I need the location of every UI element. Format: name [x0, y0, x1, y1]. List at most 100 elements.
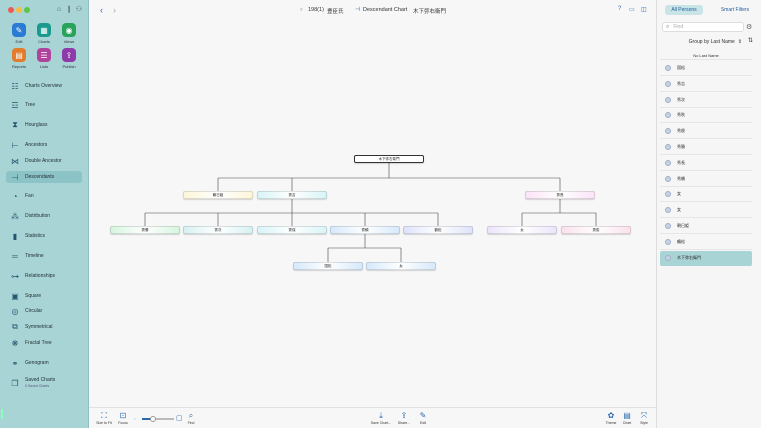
tool-label: Lists [39, 64, 49, 69]
descendants-icon: ⊣ [11, 172, 19, 182]
smart-filters-tab[interactable]: Smart Filters [720, 7, 750, 13]
person-list-item[interactable]: 木下弥右衛門 [660, 250, 752, 266]
person-list-item[interactable]: 女 [660, 187, 752, 203]
button-label: Focus [118, 421, 128, 425]
chart-person-node[interactable]: 朝日姫 [183, 191, 253, 199]
chart-area[interactable]: ‹ › ▿ 198(1) 豊臣氏 ⊣ Descendant Chart 木下弥右… [89, 0, 656, 428]
bookmark-icon[interactable]: ❙ [66, 6, 72, 13]
chart-person-node[interactable]: 秀俊 [561, 226, 631, 234]
chart-person-node[interactable]: 鶴松 [403, 226, 473, 234]
zoom-in-icon[interactable]: ▢ [176, 415, 183, 422]
tag-icon[interactable]: ⌂ [56, 6, 62, 13]
sidebar-toggle-icon[interactable]: ◫ [641, 7, 647, 13]
chart-person-node[interactable]: 木下弥右衛門 [354, 155, 424, 163]
person-list-item[interactable]: 秀秋 [660, 108, 752, 124]
nav-statistics[interactable]: ▮ Statistics [6, 230, 82, 242]
nav-double-ancestor[interactable]: ⋈ Double Ancestor [6, 155, 82, 167]
person-icon [665, 128, 671, 135]
group-by-popup[interactable]: Group by Last Name⇕ [688, 38, 742, 45]
nav-genogram[interactable]: ⚭ Genogram [6, 357, 82, 369]
zoom-slider-thumb[interactable] [150, 415, 156, 422]
person-list-item[interactable]: 朝日姫 [660, 219, 752, 234]
chart-button[interactable]: ▤ Chart [616, 411, 638, 425]
nav-label: Distribution [25, 213, 51, 219]
nav-relationships[interactable]: ⊶ Relationships [6, 270, 82, 282]
nav-square[interactable]: ▣ Square [6, 290, 82, 302]
zoom-slider[interactable] [142, 415, 174, 422]
filter-icon[interactable]: ▿ [300, 7, 303, 13]
nav-descendants[interactable]: ⊣ Descendants [6, 171, 82, 183]
tool-reports[interactable]: ▤ Reports [8, 48, 30, 69]
chart-person-node[interactable]: 女 [487, 226, 557, 234]
help-icon[interactable]: ? [618, 6, 622, 12]
nav-tree[interactable]: ☲ Tree [6, 99, 82, 111]
nav-symmetrical[interactable]: ⧉ Symmetrical [6, 321, 82, 333]
nav-circular[interactable]: ◎ Circular [6, 305, 82, 317]
zoom-window-button[interactable] [24, 7, 30, 13]
chart-person-node[interactable]: 秀保 [257, 226, 327, 234]
nav-hourglass[interactable]: ⧗ Hourglass [6, 119, 82, 131]
person-list-item[interactable]: 秀次 [660, 93, 752, 108]
person-icon [665, 175, 671, 182]
edit-button[interactable]: ✎ Edit [412, 411, 434, 425]
close-window-button[interactable] [8, 7, 14, 13]
share-button[interactable]: ⇪ Share... [393, 411, 415, 425]
sidebar-resize-handle[interactable] [1, 409, 3, 419]
button-label: Share... [397, 421, 411, 425]
settings-icon[interactable]: ⚙ [746, 24, 753, 31]
person-list-item[interactable]: 秀頼 [660, 172, 752, 187]
tool-charts[interactable]: ▦ Charts [33, 23, 55, 44]
symmetrical-icon: ⧉ [12, 322, 18, 331]
style-button[interactable]: ⤧ Style [633, 411, 655, 425]
search-field[interactable]: ⌕ Find [662, 22, 744, 32]
person-name: 秀秋 [677, 112, 685, 118]
root-person[interactable]: 豊臣氏 [327, 9, 344, 15]
person-list-item[interactable]: 秀勝 [660, 140, 752, 155]
sort-icon[interactable]: ⇅ [748, 38, 754, 44]
chart-person-node[interactable]: 女 [366, 262, 436, 270]
ancestors-icon: ⊢ [11, 140, 19, 150]
size-to-fit-button[interactable]: ⛶ Size to Fit [93, 411, 115, 425]
chart-person-node[interactable]: 国松 [293, 262, 363, 270]
tool-publish[interactable]: ⇪ Publish [58, 48, 80, 69]
person-list-item[interactable]: 女 [660, 203, 752, 219]
tool-views[interactable]: ◉ Views [58, 23, 80, 44]
save-chart-icon: ⤓ [379, 411, 383, 420]
tool-lists[interactable]: ☰ Lists [33, 48, 55, 69]
square-icon: ▣ [11, 291, 19, 301]
nav-timeline[interactable]: ═ Timeline [6, 250, 82, 262]
nav-ancestors[interactable]: ⊢ Ancestors [6, 139, 82, 151]
back-arrow-icon[interactable]: ‹ [100, 5, 103, 15]
forward-arrow-icon[interactable]: › [113, 5, 116, 15]
person-list-item[interactable]: 秀吉 [660, 77, 752, 92]
person-name: 秀次 [677, 96, 685, 102]
minimize-window-button[interactable] [16, 7, 22, 13]
chart-person-node[interactable]: 秀勝 [110, 226, 180, 234]
save-chart-button[interactable]: ⤓ Save Chart... [370, 411, 392, 425]
tool-edit[interactable]: ✎ Edit [8, 23, 30, 44]
theme-button[interactable]: ✿ Theme [600, 411, 622, 425]
focus-button[interactable]: ⊡ Focus [112, 411, 134, 425]
all-persons-tab[interactable]: All Persons [665, 5, 703, 15]
nav-fractal-tree[interactable]: ❋ Fractal Tree [6, 337, 82, 349]
person-list-item[interactable]: 秀俊 [660, 124, 752, 140]
zoom-out-icon[interactable]: ▫ [134, 416, 136, 421]
find-button[interactable]: ⌕ Find [180, 411, 202, 425]
nav-fan[interactable]: ◔ Fan [6, 190, 82, 202]
people-icon[interactable]: ⚇ [75, 6, 83, 13]
person-list-item[interactable]: 国松 [660, 61, 752, 76]
fractal-tree-icon: ❋ [11, 338, 19, 348]
chart-person-node[interactable]: 秀長 [525, 191, 595, 199]
nav-distribution[interactable]: ⁂ Distribution [6, 210, 82, 222]
folder-icon[interactable]: ▭ [629, 7, 635, 13]
person-list-item[interactable]: 鶴松 [660, 235, 752, 250]
chart-person-node[interactable]: 秀頼 [330, 226, 400, 234]
chart-person-node[interactable]: 秀吉 [257, 191, 327, 199]
person-list-item[interactable]: 秀長 [660, 156, 752, 171]
edit-icon: ✎ [12, 23, 26, 37]
nav-charts-overview[interactable]: ☷ Charts Overview [6, 80, 82, 92]
chart-person-node[interactable]: 秀次 [183, 226, 253, 234]
tree-icon: ☲ [11, 100, 19, 110]
nav-label: Timeline [25, 253, 44, 259]
